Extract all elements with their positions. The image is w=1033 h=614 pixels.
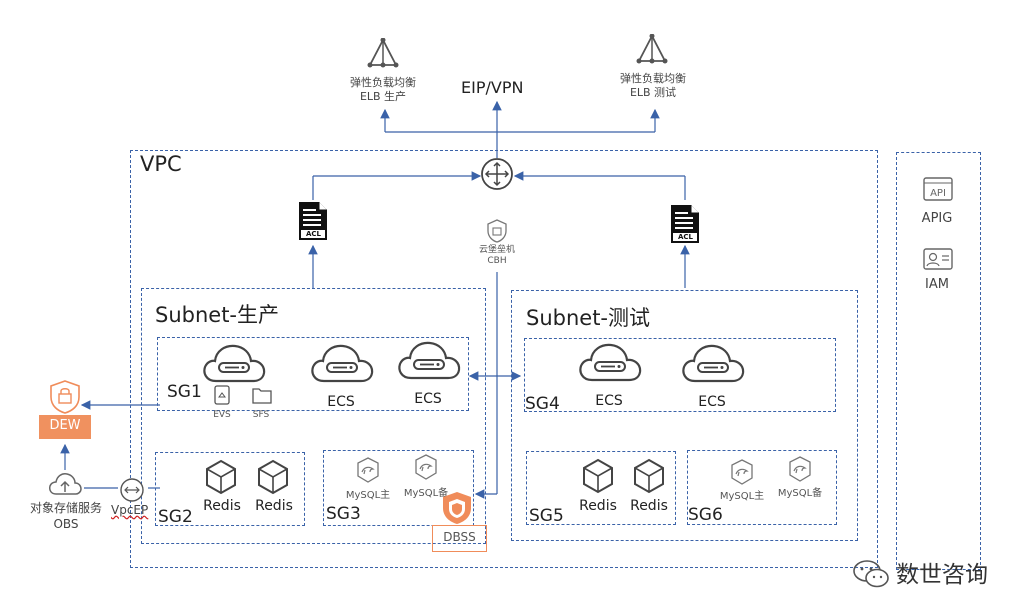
mysql-backup-label-2: MySQL备 xyxy=(777,488,823,499)
elb-test-icon xyxy=(636,33,668,64)
sg3-box xyxy=(323,450,474,526)
wechat-logo-icon xyxy=(851,558,891,590)
ecs-label-1: ECS xyxy=(327,394,355,410)
obs-line1: 对象存储服务 xyxy=(29,501,102,515)
vpcep-label: VpcEP xyxy=(111,503,149,517)
ecs-cloud-icon-4 xyxy=(680,343,746,383)
cbh-line1: 云堡垒机 xyxy=(478,245,515,255)
dbss-label: DBSS xyxy=(443,530,476,544)
mysql-backup-label-1: MySQL备 xyxy=(403,488,449,499)
redis-icon-4 xyxy=(632,458,666,494)
dbss-box xyxy=(432,525,487,552)
acl-test-icon: ACL xyxy=(670,204,700,244)
sg5-box xyxy=(526,451,676,525)
sg2-box xyxy=(155,452,305,526)
elb-prod-label: 弹性负载均衡 ELB 生产 xyxy=(335,76,431,104)
sg4-label: SG4 xyxy=(525,394,560,414)
subnet-prod-box xyxy=(141,288,486,544)
sg4-box xyxy=(524,338,836,412)
router-icon xyxy=(480,157,514,191)
mysql-icon-1 xyxy=(356,457,380,483)
obs-line2: OBS xyxy=(53,517,79,531)
ecs-cloud-icon-3 xyxy=(577,342,643,382)
obs-label: 对象存储服务 OBS xyxy=(20,500,112,532)
sg6-label: SG6 xyxy=(688,505,723,525)
ecs-cloud-icon-1 xyxy=(309,343,375,383)
sg3-label: SG3 xyxy=(326,504,361,524)
mysql-icon-3 xyxy=(730,459,754,485)
dbss-shield-icon xyxy=(441,491,473,525)
elb-prod-icon xyxy=(367,37,399,68)
sg2-label: SG2 xyxy=(158,507,193,527)
elb-test-label: 弹性负载均衡 ELB 测试 xyxy=(605,72,701,100)
mysql-icon-2 xyxy=(414,454,438,480)
elb-test-line1: 弹性负载均衡 xyxy=(620,72,686,85)
sfs-folder-icon xyxy=(252,386,272,404)
obs-cloud-upload-icon xyxy=(48,470,82,498)
acl-prod-icon: ACL xyxy=(298,201,328,241)
elb-prod-line2: ELB 生产 xyxy=(359,90,407,103)
watermark-text: 数世咨询 xyxy=(896,562,988,588)
subnet-prod-label: Subnet-生产 xyxy=(155,303,280,327)
ecs-label-2: ECS xyxy=(414,391,442,407)
sg1-label: SG1 xyxy=(167,382,202,402)
iam-icon xyxy=(922,247,954,271)
apig-icon: API xyxy=(921,175,955,205)
ecs-label-3: ECS xyxy=(595,393,623,409)
redis-icon-3 xyxy=(581,458,615,494)
cbh-shield-icon xyxy=(486,219,508,243)
sg5-label: SG5 xyxy=(529,506,564,526)
svg-text:API: API xyxy=(930,188,946,199)
mysql-master-label-2: MySQL主 xyxy=(719,491,765,502)
evs-icon xyxy=(214,385,230,405)
iam-label: IAM xyxy=(925,277,949,292)
vpc-box xyxy=(130,150,878,568)
vpc-label: VPC xyxy=(140,152,182,176)
apig-label: APIG xyxy=(921,211,953,226)
redis-label-4: Redis xyxy=(630,498,668,514)
redis-label-1: Redis xyxy=(203,498,241,514)
elb-prod-line1: 弹性负载均衡 xyxy=(350,76,416,89)
vpcep-icon xyxy=(119,477,145,503)
sfs-label: SFS xyxy=(252,410,270,420)
dew-badge xyxy=(39,415,91,439)
mysql-master-label-1: MySQL主 xyxy=(345,490,391,501)
subnet-test-box xyxy=(511,290,858,541)
subnet-test-label: Subnet-测试 xyxy=(526,306,651,330)
redis-label-2: Redis xyxy=(255,498,293,514)
redis-icon-1 xyxy=(204,459,238,495)
acl-prod-text: ACL xyxy=(306,230,322,238)
dew-shield-icon xyxy=(48,379,82,415)
mysql-icon-4 xyxy=(788,456,812,482)
dew-label: DEW xyxy=(49,418,81,433)
ecs-label-4: ECS xyxy=(698,394,726,410)
ecs-cloud-icon-2 xyxy=(396,340,462,380)
global-services-box xyxy=(896,152,981,570)
cbh-line2: CBH xyxy=(487,256,507,266)
evs-label: EVS xyxy=(213,410,231,420)
redis-label-3: Redis xyxy=(579,498,617,514)
sg6-box xyxy=(687,450,837,525)
sg1-box xyxy=(157,337,469,411)
acl-test-text: ACL xyxy=(678,233,694,241)
eip-label: EIP/VPN xyxy=(461,78,524,97)
cbh-label: 云堡垒机 CBH xyxy=(474,245,520,267)
elb-test-line2: ELB 测试 xyxy=(629,86,677,99)
cloud-server-icon xyxy=(201,343,267,383)
redis-icon-2 xyxy=(256,459,290,495)
